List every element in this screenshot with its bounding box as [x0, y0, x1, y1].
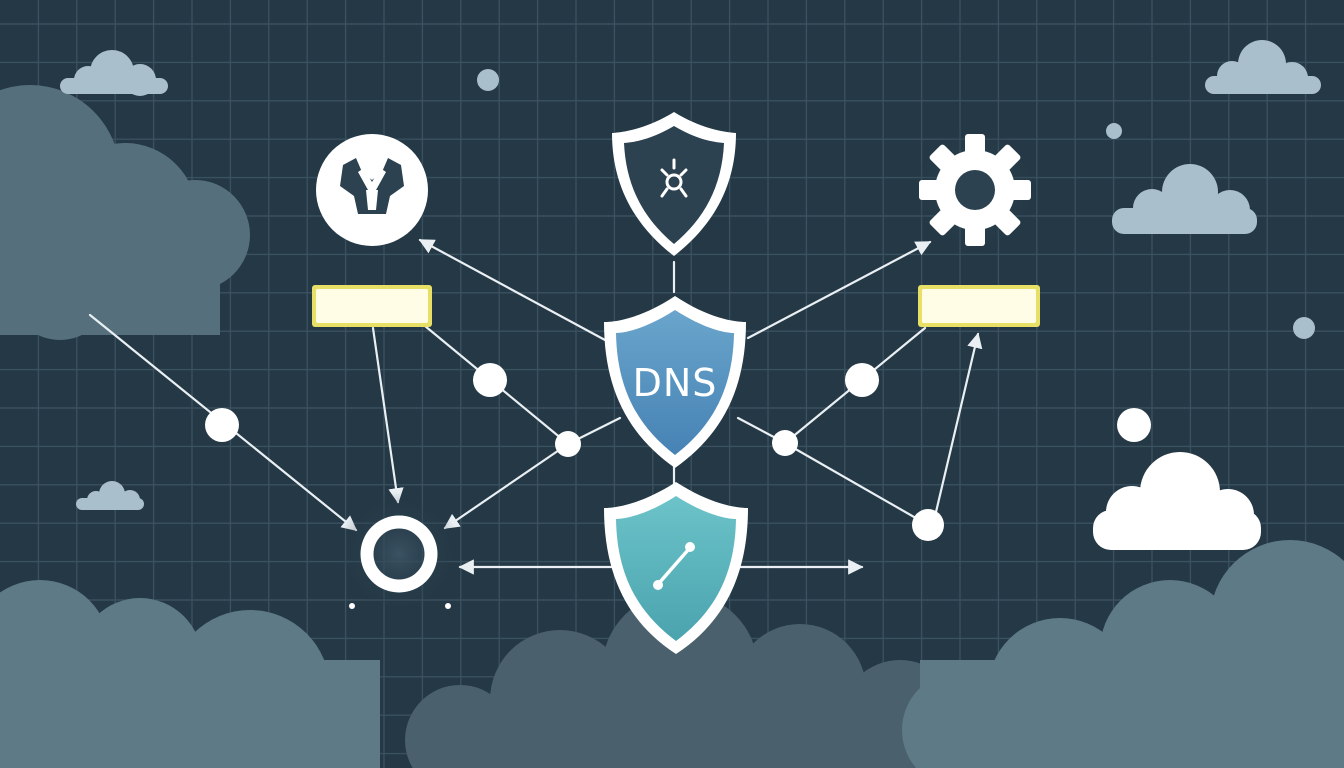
cloud-top-right: [1205, 40, 1321, 94]
cloud-right-mid: [1112, 164, 1257, 234]
cloud-bottom-left: [0, 580, 380, 768]
node-left-mid: [473, 363, 507, 397]
node-left-outer: [205, 408, 239, 442]
edge-rnode-to-bnode: [783, 441, 930, 527]
label-box-left: [312, 285, 432, 327]
hub-emblem-icon: [306, 124, 438, 256]
decor-dot: [1106, 123, 1122, 139]
edge-dns-to-gear: [746, 240, 932, 340]
edge-bnode-to-rlabel: [934, 332, 983, 514]
node-right-bottom: [912, 509, 944, 541]
cloud-right-white: [1093, 452, 1261, 550]
ring-node-icon: [337, 492, 461, 616]
label-box-right: [918, 285, 1040, 327]
link-shield-icon: [604, 482, 748, 654]
junction-nodes: [205, 363, 944, 541]
dns-shield-icon: DNS: [604, 296, 746, 468]
cloud-left-large: [0, 85, 250, 340]
security-shield-icon: [612, 112, 736, 256]
edge-dns-to-topleft: [418, 238, 607, 342]
edge-label-to-ring: [371, 326, 404, 504]
cloud-top-left: [60, 50, 168, 96]
cloud-left-small: [76, 481, 144, 510]
node-left-inner: [555, 431, 581, 457]
node-right-mid: [845, 363, 879, 397]
decor-dot: [477, 69, 499, 91]
gear-icon: [909, 124, 1041, 256]
dns-label: DNS: [633, 361, 718, 405]
decor-dot: [1117, 408, 1151, 442]
node-right-inner: [772, 430, 798, 456]
decor-dot: [1293, 317, 1315, 339]
cloud-bottom-right: [902, 540, 1344, 768]
edge-node-to-ring: [443, 442, 570, 530]
